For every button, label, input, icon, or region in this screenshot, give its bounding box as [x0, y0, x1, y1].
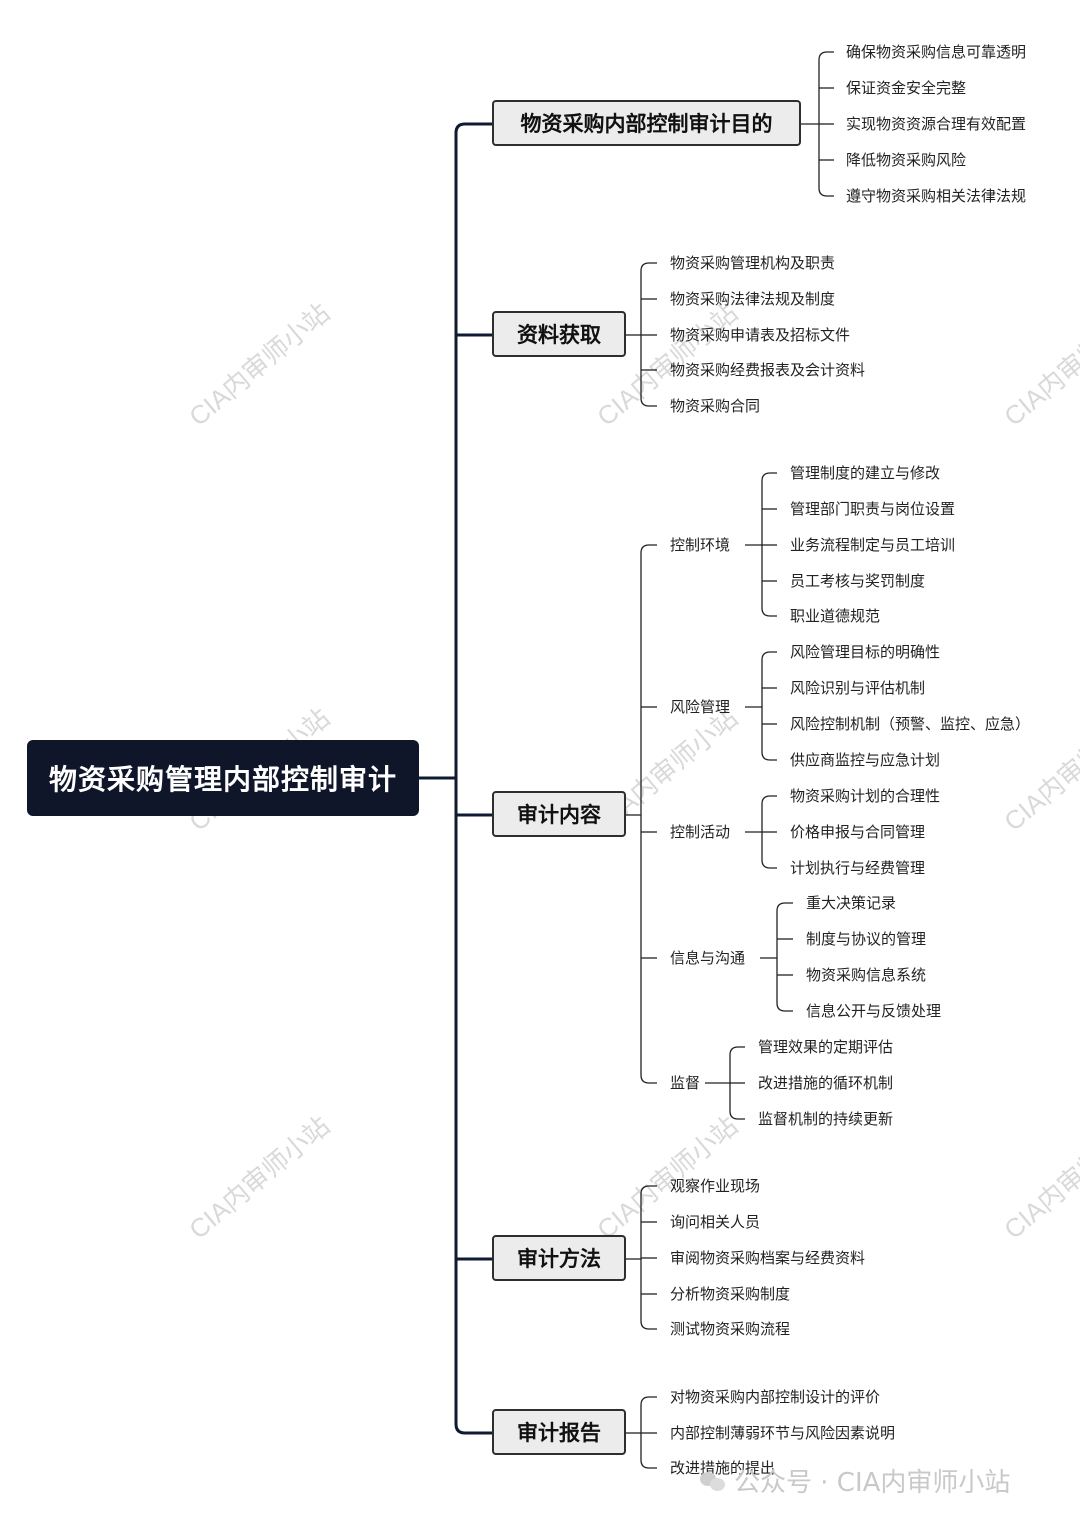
- leaf-node[interactable]: 制度与协议的管理: [806, 930, 927, 948]
- branch-node-materials[interactable]: 资料获取: [492, 311, 626, 357]
- leaf-node[interactable]: 物资采购管理机构及职责: [670, 254, 836, 272]
- leaf-node[interactable]: 重大决策记录: [806, 894, 897, 912]
- leaf-node[interactable]: 物资采购合同: [670, 397, 761, 415]
- leaf-node[interactable]: 测试物资采购流程: [670, 1320, 791, 1338]
- root-node[interactable]: 物资采购管理内部控制审计: [27, 740, 419, 816]
- branch-node-report[interactable]: 审计报告: [492, 1409, 626, 1455]
- leaf-node[interactable]: 物资采购经费报表及会计资料: [670, 361, 866, 379]
- leaf-node[interactable]: 物资采购计划的合理性: [790, 787, 941, 805]
- leaf-node[interactable]: 业务流程制定与员工培训: [790, 536, 956, 554]
- leaf-node[interactable]: 改进措施的循环机制: [758, 1074, 894, 1092]
- group-node-supervision[interactable]: 监督: [670, 1074, 701, 1092]
- leaf-node[interactable]: 物资采购信息系统: [806, 966, 927, 984]
- wechat-icon: [700, 1470, 726, 1492]
- footer-text: 公众号 · CIA内审师小站: [734, 1468, 1011, 1498]
- connector-line: [761, 651, 777, 761]
- group-node-control-activities[interactable]: 控制活动: [670, 823, 731, 841]
- leaf-node[interactable]: 内部控制薄弱环节与风险因素说明: [670, 1424, 896, 1442]
- group-node-risk-management[interactable]: 风险管理: [670, 698, 731, 716]
- branch-node-methods[interactable]: 审计方法: [492, 1235, 626, 1281]
- leaf-node[interactable]: 对物资采购内部控制设计的评价: [670, 1388, 881, 1406]
- leaf-node[interactable]: 审阅物资采购档案与经费资料: [670, 1249, 866, 1267]
- group-node-control-environment[interactable]: 控制环境: [670, 536, 731, 554]
- leaf-node[interactable]: 管理效果的定期评估: [758, 1038, 894, 1056]
- leaf-node[interactable]: 实现物资资源合理有效配置: [846, 115, 1027, 133]
- footer-watermark: 公众号 · CIA内审师小站: [700, 1462, 1010, 1499]
- leaf-node[interactable]: 管理部门职责与岗位设置: [790, 500, 956, 518]
- leaf-node[interactable]: 降低物资采购风险: [846, 151, 967, 169]
- leaf-node[interactable]: 管理制度的建立与修改: [790, 464, 941, 482]
- branch-node-content[interactable]: 审计内容: [492, 791, 626, 837]
- leaf-node[interactable]: 风险管理目标的明确性: [790, 643, 941, 661]
- connector-line: [454, 122, 492, 1435]
- leaf-node[interactable]: 遵守物资采购相关法律法规: [846, 187, 1027, 205]
- leaf-node[interactable]: 风险控制机制（预警、监控、应急）: [790, 715, 1031, 733]
- leaf-node[interactable]: 改进措施的提出: [670, 1459, 776, 1477]
- leaf-node[interactable]: 职业道德规范: [790, 607, 881, 625]
- leaf-node[interactable]: 询问相关人员: [670, 1213, 761, 1231]
- group-node-info-communication[interactable]: 信息与沟通: [670, 949, 746, 967]
- leaf-node[interactable]: 价格申报与合同管理: [790, 823, 926, 841]
- leaf-node[interactable]: 供应商监控与应急计划: [790, 751, 941, 769]
- leaf-node[interactable]: 物资采购申请表及招标文件: [670, 326, 851, 344]
- connector-line: [640, 544, 657, 1084]
- leaf-node[interactable]: 监督机制的持续更新: [758, 1110, 894, 1128]
- leaf-node[interactable]: 计划执行与经费管理: [790, 859, 926, 877]
- leaf-node[interactable]: 观察作业现场: [670, 1177, 761, 1195]
- leaf-node[interactable]: 物资采购法律法规及制度: [670, 290, 836, 308]
- leaf-node[interactable]: 信息公开与反馈处理: [806, 1002, 942, 1020]
- leaf-node[interactable]: 确保物资采购信息可靠透明: [846, 43, 1027, 61]
- leaf-node[interactable]: 分析物资采购制度: [670, 1285, 791, 1303]
- connector-line: [776, 902, 793, 1012]
- branch-node-purpose[interactable]: 物资采购内部控制审计目的: [492, 100, 801, 146]
- leaf-node[interactable]: 风险识别与评估机制: [790, 679, 926, 697]
- leaf-node[interactable]: 员工考核与奖罚制度: [790, 572, 926, 590]
- leaf-node[interactable]: 保证资金安全完整: [846, 79, 967, 97]
